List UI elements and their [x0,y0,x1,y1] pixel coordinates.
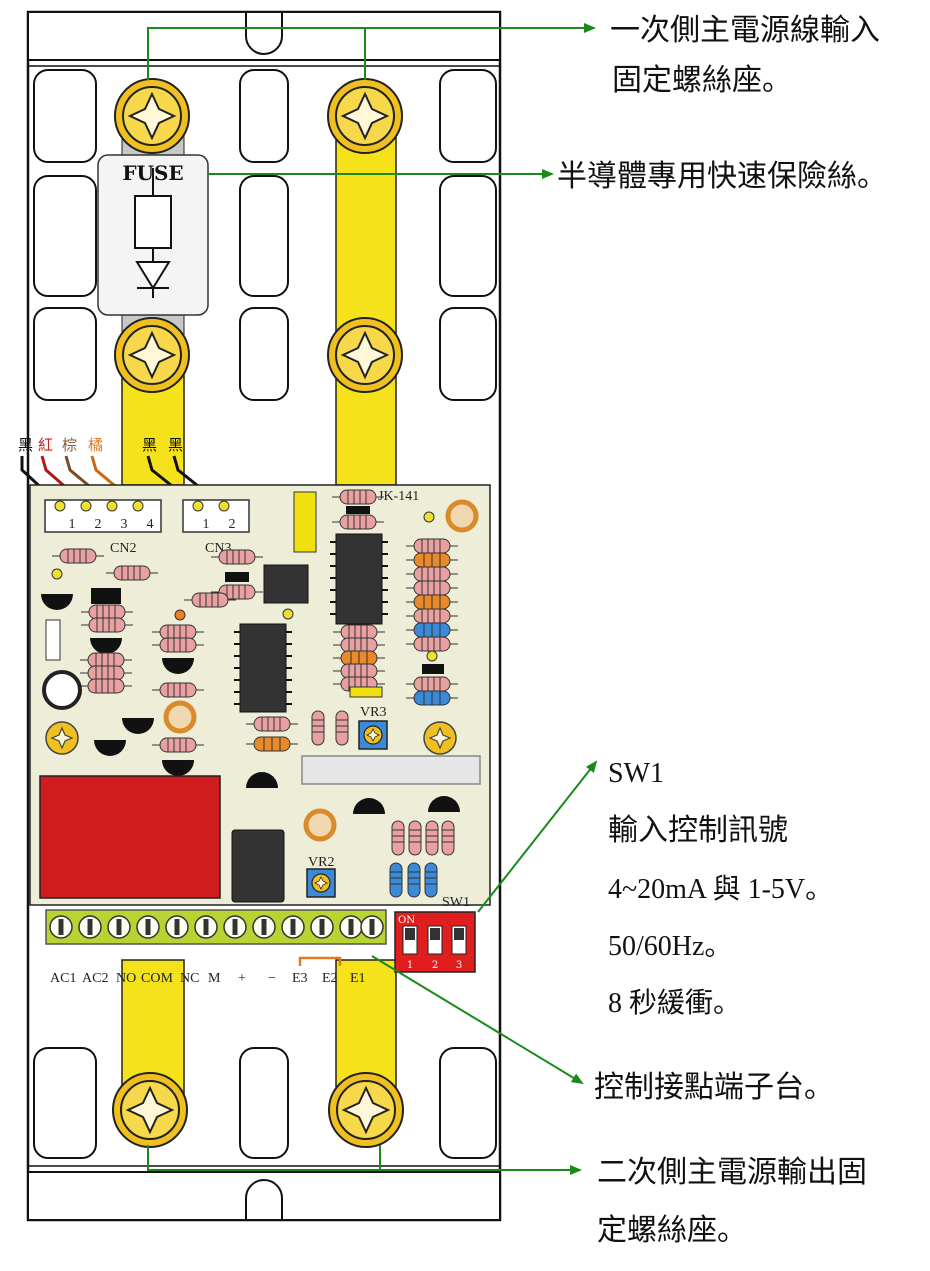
screw-mid-left-icon[interactable] [114,317,190,393]
diode-symbol [135,261,171,290]
ic-small [263,564,309,604]
callout-sw1: SW1 輸入控制訊號 4~20mA 與 1-5V。 50/60Hz。 8 秒緩衝… [608,758,833,1019]
wire-label-cn3-2: 黑 [168,436,183,454]
cn2-pin-1: 1 [69,517,76,532]
arrow-sw1 [477,760,598,913]
vr2-pot-icon[interactable] [306,868,336,898]
cn3-pin-2: 2 [229,517,236,532]
dip-num-3: 3 [456,960,462,971]
terminal-label-nc: NC [180,971,199,986]
hole-left [42,670,82,710]
ic-center [239,623,287,713]
terminal-label-ac1: AC1 [50,971,76,986]
cn3-pin-1: 1 [203,517,210,532]
callout-arrows [147,28,598,1170]
sw1-pcb-label: SW1 [442,895,470,910]
screw-bottom-right-icon[interactable] [328,1072,404,1148]
terminal-screw-icon [310,915,334,939]
terminal-screw-icon [252,915,276,939]
transformer [231,829,285,903]
callout-primary-input-line2: 固定螺絲座。 [612,63,792,98]
vr2-label: VR2 [308,855,334,870]
callout-primary-input: 一次側主電源線輸入 固定螺絲座。 [610,13,880,98]
callout-secondary-output-line2: 定螺絲座。 [597,1213,747,1248]
callout-sw1-line4: 8 秒緩衝。 [608,987,741,1019]
sw1-dip-switch[interactable]: ON 1 2 3 [394,911,476,973]
terminal-screw-icon [339,915,363,939]
terminal-label-e1: E1 [350,971,366,986]
wire-label-cn2-2: 紅 [38,436,53,454]
terminal-label-minus: − [268,971,276,986]
callout-primary-input-line1: 一次側主電源線輸入 [610,13,880,48]
terminal-screw-icon [165,915,189,939]
terminal-screw-icon [223,915,247,939]
busbar-right-top [335,109,397,486]
wire-label-cn2-4: 橘 [88,436,103,454]
e3-e2-jumper [298,956,342,966]
callout-sw1-line3: 50/60Hz。 [608,931,732,962]
vr3-label: VR3 [360,705,386,720]
terminal-label-com: COM [141,971,173,986]
wire-label-cn2-3: 棕 [62,436,77,454]
callout-terminal: 控制接點端子台。 [594,1070,834,1105]
terminal-screw-icon [194,915,218,939]
pcb-board: 1 2 3 4 CN2 1 2 CN3 JK-141 [29,484,491,986]
cn2-pin-4: 4 [147,517,154,532]
cn2-label: CN2 [110,541,136,556]
terminal-screw-icon [281,915,305,939]
vr3-pot-icon[interactable] [358,720,388,750]
arrow-secondary-output [147,1145,580,1170]
callout-fuse: 半導體專用快速保險絲。 [557,159,887,194]
relay [39,775,221,899]
terminal-screw-icon [107,915,131,939]
dip-on-label: ON [398,915,415,926]
dip-num-2: 2 [432,960,438,971]
callout-secondary-output-line1: 二次側主電源輸出固 [597,1155,867,1190]
terminal-label-e2: E2 [322,971,338,986]
busbars [121,109,397,1101]
ic-right [335,533,383,625]
terminal-block[interactable] [45,909,387,945]
terminal-screw-icon [78,915,102,939]
screw-bottom-left-icon[interactable] [112,1072,188,1148]
wire-label-cn2-1: 黑 [18,436,33,454]
callout-secondary-output: 二次側主電源輸出固 定螺絲座。 [597,1155,867,1248]
terminal-label-plus: + [238,971,246,986]
model-label: JK-141 [378,489,419,504]
fuse-component: FUSE [97,154,209,316]
callout-sw1-title: SW1 [608,758,664,789]
dip-num-1: 1 [407,960,413,971]
terminal-label-m: M [208,971,221,986]
callout-sw1-line1: 輸入控制訊號 [608,813,788,848]
terminal-label-ac2: AC2 [82,971,108,986]
arrow-terminal [371,955,584,1085]
callout-sw1-line2: 4~20mA 與 1-5V。 [608,873,833,905]
arrow-primary-input [147,28,594,80]
screw-mid-right-icon[interactable] [327,317,403,393]
terminal-screw-icon [360,915,384,939]
screw-top-left-icon[interactable] [114,78,190,154]
cn2-pin-3: 3 [121,517,128,532]
terminal-label-no: NO [116,971,136,986]
cn2-pin-2: 2 [95,517,102,532]
wire-label-cn3-1: 黑 [142,436,157,454]
terminal-label-e3: E3 [292,971,308,986]
screw-top-right-icon[interactable] [327,78,403,154]
terminal-screw-icon [49,915,73,939]
terminal-screw-icon [136,915,160,939]
